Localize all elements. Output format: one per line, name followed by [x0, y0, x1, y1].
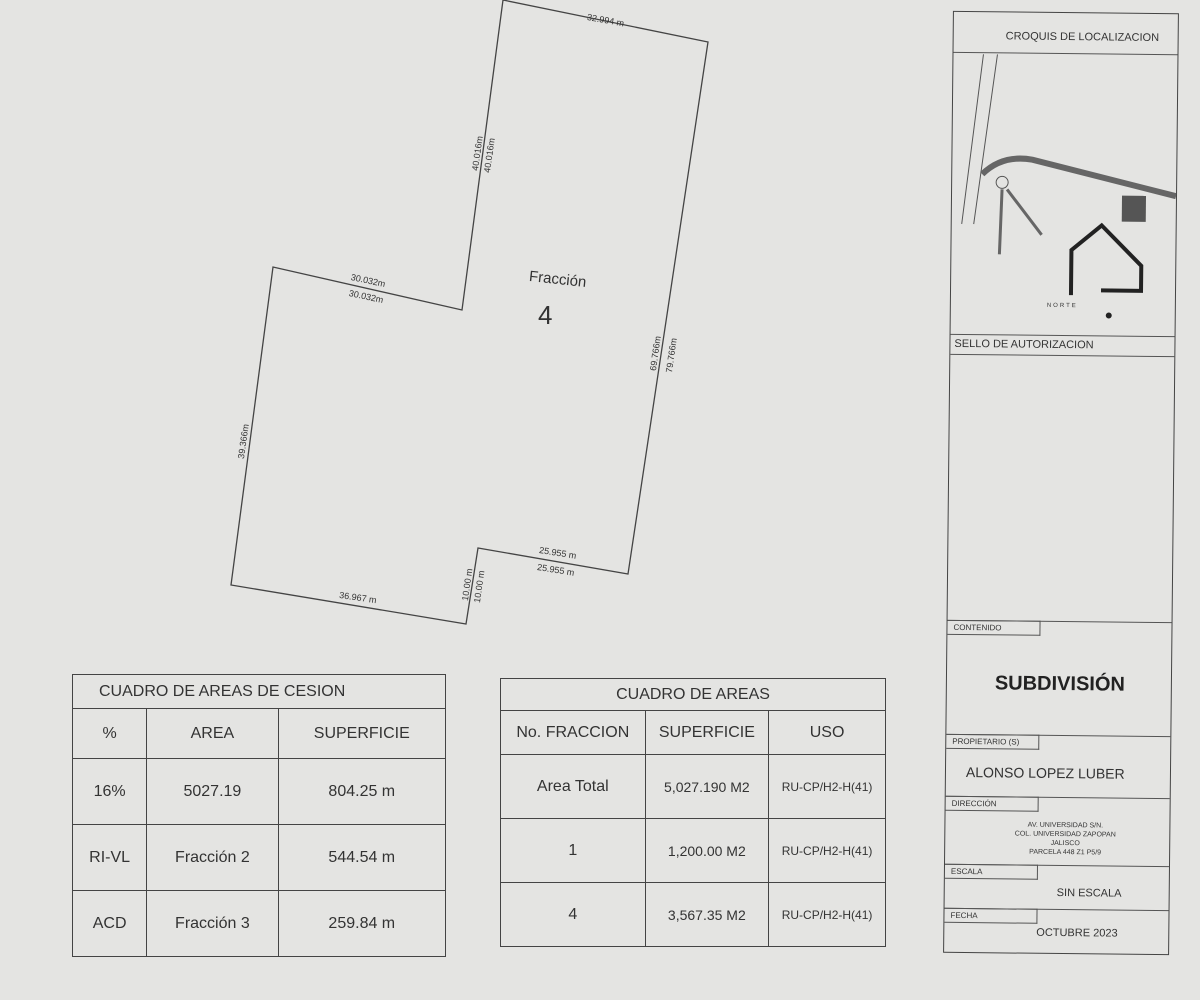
- escala-value: SIN ESCALA: [1056, 886, 1122, 900]
- contenido-value: SUBDIVISIÓN: [994, 672, 1126, 696]
- header-cell: No. FRACCION: [500, 710, 646, 755]
- propietario-label: PROPIETARIO (S): [946, 733, 1040, 750]
- header-cell: SUPERFICIE: [644, 710, 770, 755]
- header-cell: SUPERFICIE: [277, 708, 447, 759]
- fecha-value: OCTUBRE 2023: [1036, 926, 1118, 940]
- fraction-number: 4: [538, 300, 553, 330]
- location-map: [961, 54, 1177, 319]
- table-title: CUADRO DE AREAS: [500, 678, 886, 711]
- north-arrow-icon: [1068, 222, 1144, 296]
- table-title: CUADRO DE AREAS DE CESION: [72, 674, 446, 709]
- fecha-label: FECHA: [944, 907, 1038, 924]
- propietario-value: ALONSO LOPEZ LUBER: [965, 764, 1125, 782]
- header-cell: %: [71, 708, 148, 759]
- parcel-outline: [230, 0, 709, 625]
- site-marker: [1121, 195, 1147, 222]
- sello-label: SELLO DE AUTORIZACION: [954, 337, 1094, 352]
- contenido-label: CONTENIDO: [947, 619, 1041, 636]
- direccion-value: AV. UNIVERSIDAD S/N.COL. UNIVERSIDAD ZAP…: [1014, 821, 1116, 857]
- north-label: NORTE: [1046, 302, 1078, 310]
- header-cell: USO: [768, 710, 886, 755]
- escala-label: ESCALA: [944, 863, 1039, 880]
- header-cell: AREA: [146, 708, 279, 759]
- croquis-title: CROQUIS DE LOCALIZACION: [1005, 30, 1160, 45]
- direccion-label: DIRECCIÓN: [945, 795, 1039, 812]
- title-block: CROQUIS DE LOCALIZACION NORTE SELLO DE A…: [943, 10, 1179, 956]
